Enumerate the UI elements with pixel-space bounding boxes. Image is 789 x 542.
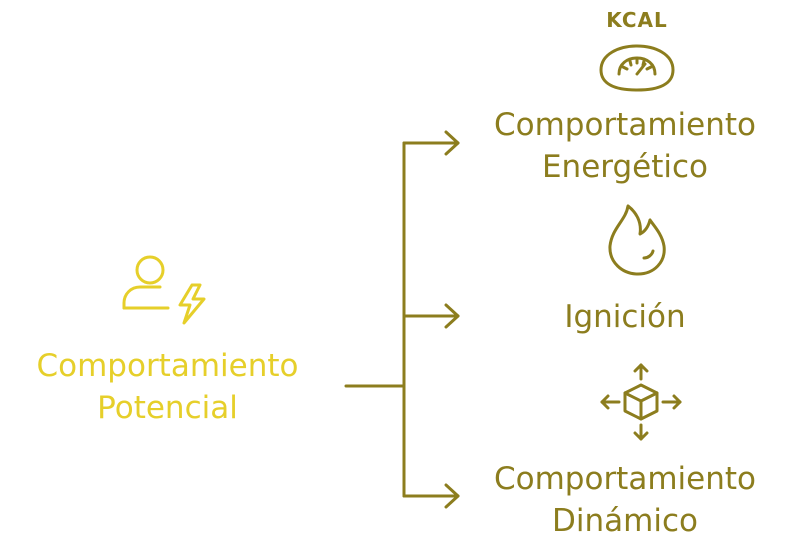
cube-arrows-icon [600,363,682,441]
child-label-dinamico-line1: Comportamiento [493,461,756,497]
arrowhead-energetico [444,130,460,156]
child-label-dinamico: Comportamiento Dinámico [470,458,780,542]
root-label-line2: Potencial [97,390,238,426]
kcal-text: KCAL [606,8,668,32]
child-label-energetico-line1: Comportamiento [493,107,756,143]
child-label-dinamico-line2: Dinámico [552,503,698,539]
child-label-energetico-line2: Energético [541,149,709,185]
user-bolt-icon [122,255,206,325]
arrowhead-ignicion [444,303,460,329]
flame-icon [608,204,666,276]
child-label-ignicion-line1: Ignición [564,299,686,335]
root-label: Comportamiento Potencial [0,345,335,429]
root-label-line1: Comportamiento [36,348,299,384]
arrowhead-dinamico [444,483,460,509]
child-label-ignicion: Ignición [470,296,780,338]
child-label-energetico: Comportamiento Energético [470,104,780,188]
kcal-scale-icon [599,44,675,92]
